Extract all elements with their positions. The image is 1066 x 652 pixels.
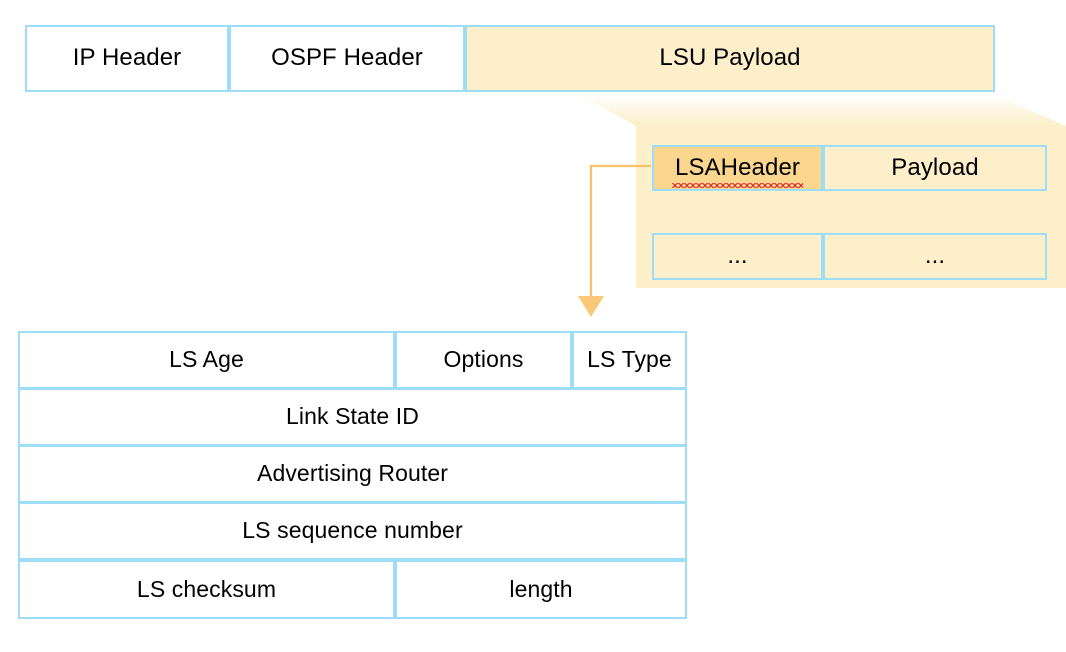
lsa-field-ls-sequence-number[interactable]: LS sequence number (18, 502, 687, 560)
spellcheck-squiggle-icon (672, 183, 803, 189)
lsa-field-ls-checksum[interactable]: LS checksum (18, 560, 395, 619)
field-lsa-more-right[interactable]: ... (823, 233, 1047, 280)
field-lsa-payload[interactable]: Payload (823, 145, 1047, 191)
packet-structure-row: IP Header OSPF Header LSU Payload (0, 0, 1066, 100)
lsa-field-link-state-id[interactable]: Link State ID (18, 388, 687, 446)
field-lsa-more-left[interactable]: ... (652, 233, 823, 280)
lsa-header-text-wrap: LSAHeader (672, 153, 803, 189)
lsa-field-ls-type[interactable]: LS Type (572, 331, 687, 389)
field-ip-header[interactable]: IP Header (25, 25, 229, 92)
lsa-field-options[interactable]: Options (395, 331, 572, 389)
lsa-field-advertising-router[interactable]: Advertising Router (18, 445, 687, 503)
lsa-header-field-table: LS Age Options LS Type Link State ID Adv… (0, 0, 710, 619)
field-lsa-header[interactable]: LSAHeader (652, 145, 823, 191)
field-lsu-payload[interactable]: LSU Payload (465, 25, 995, 92)
lsa-field-ls-age[interactable]: LS Age (18, 331, 395, 389)
lsa-field-length[interactable]: length (395, 560, 687, 619)
lsa-header-label: LSAHeader (675, 153, 800, 181)
field-ospf-header[interactable]: OSPF Header (229, 25, 465, 92)
